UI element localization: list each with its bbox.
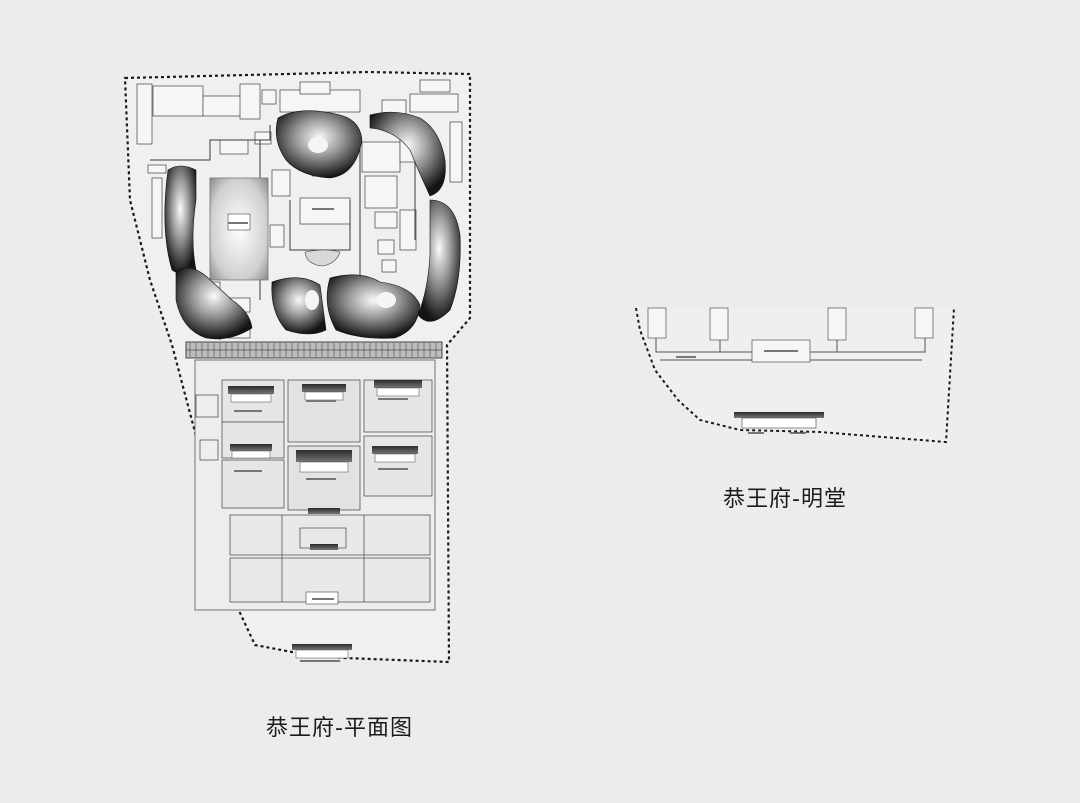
hall-west-1: [228, 386, 274, 403]
mansion: [194, 359, 436, 611]
detail-gate: [734, 412, 824, 434]
hall-center-1: [302, 384, 346, 401]
hall-center-2: [296, 450, 352, 473]
plan-caption: 恭王府-平面图: [266, 716, 413, 741]
long-gallery: [185, 341, 443, 359]
site-boundary: [123, 70, 472, 664]
halls: [228, 380, 422, 659]
micro-labels: [228, 208, 408, 662]
hall-main-gate: [292, 644, 352, 659]
detail-boundary: [635, 307, 955, 444]
detail-caption: 恭王府-明堂: [723, 487, 847, 512]
hall-east-1: [374, 380, 422, 397]
rockery-highlights: [305, 137, 396, 310]
detail-plan: [635, 307, 955, 444]
small-pond: [304, 249, 341, 267]
site-plan: [123, 70, 472, 664]
garden: [136, 79, 463, 339]
detail-ground: [636, 308, 954, 442]
hall-west-2: [230, 444, 272, 459]
hall-east-2: [372, 446, 418, 463]
